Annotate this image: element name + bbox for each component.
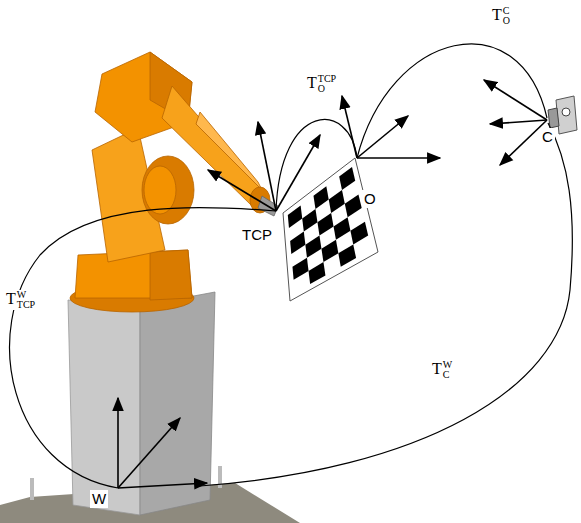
checker-square: [334, 217, 351, 240]
coordinate-frames: [118, 80, 547, 488]
transform-label: TTCPO: [305, 74, 338, 94]
checker-square: [292, 258, 308, 280]
frame-axis: [208, 170, 276, 211]
transform-label: TCO: [490, 6, 512, 26]
frame-axis: [342, 96, 357, 158]
checker-square: [350, 222, 368, 245]
transform-curves: [10, 44, 573, 488]
checker-square: [313, 186, 328, 209]
pedestal-side: [140, 292, 215, 515]
frame-axis: [276, 135, 320, 211]
checker-square: [309, 262, 326, 284]
checker-square: [321, 240, 338, 262]
frame-label: C: [540, 128, 555, 146]
index-stack: CO: [503, 6, 510, 26]
subscript: TCP: [17, 300, 35, 310]
checkerboard: [283, 158, 378, 301]
transform-curve: [357, 44, 547, 158]
transform-symbol: T: [307, 74, 317, 91]
transform-symbol: T: [492, 6, 502, 23]
superscript: TCP: [318, 74, 336, 84]
index-stack: TCPO: [318, 74, 336, 94]
superscript: W: [443, 360, 452, 370]
plate-pin: [30, 478, 34, 500]
superscript: C: [503, 6, 510, 16]
checker-square: [305, 236, 321, 258]
transform-curve: [200, 123, 572, 486]
transform-symbol: T: [6, 290, 16, 307]
transform-curve: [10, 207, 276, 488]
checker-square: [290, 232, 305, 254]
checker-square: [317, 213, 333, 236]
frame-label: W: [90, 490, 108, 508]
transform-label: TWTCP: [4, 290, 37, 310]
checker-square: [345, 194, 362, 217]
frame-axis: [118, 418, 180, 488]
checker-square: [338, 244, 356, 266]
subscript: O: [318, 84, 336, 94]
checker-square: [329, 190, 345, 213]
frame-axis: [357, 116, 408, 158]
frame-axis: [490, 120, 547, 124]
subscript: O: [503, 16, 510, 26]
checker-square: [288, 205, 302, 228]
checker-squares: [288, 167, 368, 284]
subscript: C: [443, 370, 452, 380]
pedestal-front: [68, 300, 140, 515]
checker-square: [339, 167, 355, 190]
frame-axis: [117, 398, 119, 488]
transform-label: TWC: [430, 360, 454, 380]
checker-square: [302, 209, 317, 232]
index-stack: WTCP: [17, 290, 35, 310]
frame-axis: [118, 483, 207, 488]
frame-axis: [357, 157, 440, 159]
transform-symbol: T: [432, 360, 442, 377]
transform-curve: [276, 120, 357, 211]
robot-arm: [70, 52, 278, 312]
frame-axis: [484, 80, 547, 120]
frame-label: TCP: [240, 226, 274, 244]
frame-axis: [258, 122, 276, 211]
index-stack: WC: [443, 360, 452, 380]
superscript: W: [17, 290, 35, 300]
frame-label: O: [362, 190, 378, 208]
